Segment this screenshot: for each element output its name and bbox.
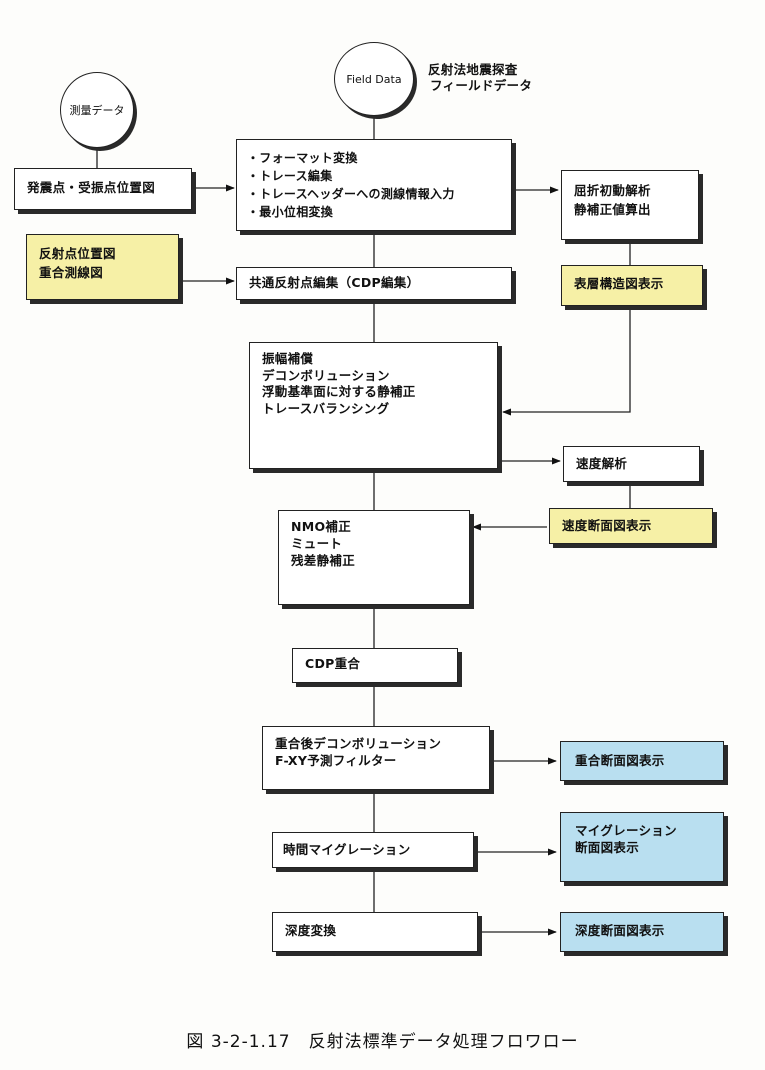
box-line: ・トレース編集 bbox=[247, 169, 333, 183]
box-line: ミュート bbox=[291, 536, 343, 551]
migration-section-box: マイグレーション 断面図表示 bbox=[560, 812, 724, 882]
box-line: 共通反射点編集（CDP編集） bbox=[249, 275, 420, 290]
nmo-correction-box: NMO補正 ミュート 残差静補正 bbox=[278, 510, 470, 605]
box-line: ・トレースヘッダーへの測線情報入力 bbox=[247, 187, 455, 201]
box-line: 断面図表示 bbox=[575, 840, 640, 855]
refraction-analysis-box: 屈折初動解析 静補正値算出 bbox=[561, 170, 699, 240]
box-line: F-XY予測フィルター bbox=[275, 753, 397, 768]
box-line: ・フォーマット変換 bbox=[247, 151, 358, 165]
time-migration-box: 時間マイグレーション bbox=[272, 832, 474, 868]
box-line: 残差静補正 bbox=[291, 553, 356, 568]
velocity-analysis-box: 速度解析 bbox=[563, 446, 700, 482]
survey-data-label: 測量データ bbox=[69, 104, 125, 117]
arrow-surface-to-amplitude bbox=[502, 306, 631, 416]
depth-conversion-box: 深度変換 bbox=[272, 912, 478, 952]
box-line: 重合後デコンボリューション bbox=[275, 736, 442, 751]
field-data-label: Field Data bbox=[346, 72, 402, 86]
depth-section-box: 深度断面図表示 bbox=[560, 912, 724, 952]
field-data-node: Field Data bbox=[334, 42, 414, 116]
figure-caption: 図 3-2-1.17 反射法標準データ処理フロワロー bbox=[186, 1032, 579, 1052]
stack-section-box: 重合断面図表示 bbox=[560, 741, 724, 781]
box-line: ・最小位相変換 bbox=[247, 205, 334, 219]
box-line: NMO補正 bbox=[291, 519, 352, 534]
box-line: 速度解析 bbox=[576, 456, 628, 471]
box-line: マイグレーション bbox=[575, 823, 677, 838]
cdp-stack-box: CDP重合 bbox=[292, 648, 458, 683]
box-line: 深度断面図表示 bbox=[575, 923, 665, 938]
field-caption-line: 反射法地震探査 bbox=[428, 62, 518, 77]
field-caption-line: フィールドデータ bbox=[430, 78, 533, 93]
box-line: 発震点・受振点位置図 bbox=[27, 180, 156, 195]
box-line: 反射点位置図 bbox=[39, 246, 116, 261]
box-line: 深度変換 bbox=[285, 923, 337, 938]
box-line: 屈折初動解析 bbox=[574, 183, 651, 198]
box-line: 重合断面図表示 bbox=[575, 753, 665, 768]
post-stack-decon-box: 重合後デコンボリューション F-XY予測フィルター bbox=[262, 726, 490, 790]
box-line: CDP重合 bbox=[305, 656, 361, 671]
box-line: 静補正値算出 bbox=[574, 202, 651, 217]
format-conversion-box: ・フォーマット変換 ・トレース編集 ・トレースヘッダーへの測線情報入力 ・最小位… bbox=[236, 139, 512, 231]
box-line: 速度断面図表示 bbox=[562, 518, 652, 533]
surface-structure-box: 表層構造図表示 bbox=[561, 265, 703, 306]
box-line: 重合測線図 bbox=[39, 265, 104, 280]
box-line: 振幅補償 bbox=[262, 351, 314, 366]
reflection-point-map-box: 反射点位置図 重合測線図 bbox=[26, 234, 179, 300]
box-line: 時間マイグレーション bbox=[283, 842, 411, 857]
survey-data-node: 測量データ bbox=[60, 72, 134, 148]
field-data-caption: 反射法地震探査 フィールドデータ bbox=[428, 62, 532, 94]
cdp-sort-box: 共通反射点編集（CDP編集） bbox=[236, 267, 512, 300]
box-line: トレースバランシング bbox=[262, 400, 390, 416]
amplitude-recovery-box: 振幅補償 デコンボリューション 浮動基準面に対する静補正 トレースバランシング bbox=[249, 342, 498, 469]
velocity-section-box: 速度断面図表示 bbox=[549, 508, 713, 544]
shot-receiver-map-box: 発震点・受振点位置図 bbox=[14, 168, 192, 210]
box-line: 浮動基準面に対する静補正 bbox=[262, 384, 416, 399]
box-line: デコンボリューション bbox=[262, 367, 390, 383]
box-line: 表層構造図表示 bbox=[574, 276, 664, 291]
